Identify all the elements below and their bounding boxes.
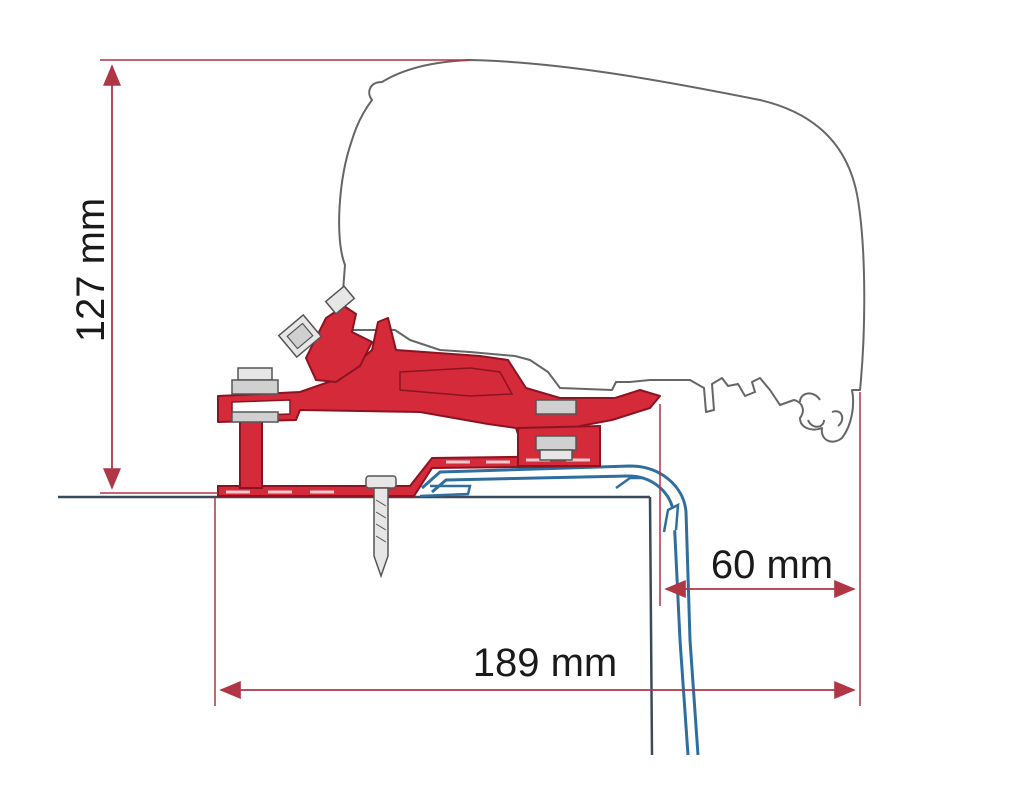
bolt-clamp-top <box>324 285 356 315</box>
dimension-189mm: 189 mm <box>214 498 856 706</box>
bolt-clamp <box>277 313 323 359</box>
width-dimension-label: 189 mm <box>473 641 618 685</box>
fasteners <box>231 285 577 579</box>
bracket-arm-channel <box>399 367 514 397</box>
offset-dimension-label: 60 mm <box>711 543 833 587</box>
vehicle-side-wall <box>419 464 700 756</box>
awning-profile-detail <box>799 392 844 428</box>
bolt-left <box>231 367 279 423</box>
awning-cassette <box>338 59 866 443</box>
bracket-base-slots <box>226 458 590 494</box>
dimension-127mm: 127 mm <box>69 59 470 494</box>
bracket-left-post <box>239 419 263 489</box>
height-dimension-label: 127 mm <box>69 198 113 343</box>
side-wall-outer <box>421 464 700 756</box>
awning-cassette-outline <box>338 59 866 443</box>
side-wall-hook <box>615 476 644 490</box>
bolt-right <box>535 399 577 461</box>
vehicle-roof <box>58 495 654 756</box>
roof-edge-left <box>648 496 654 756</box>
dimension-60mm: 60 mm <box>659 392 861 706</box>
side-wall-clip <box>662 502 680 533</box>
roof-screw <box>365 475 397 579</box>
side-wall-foot <box>419 484 472 498</box>
